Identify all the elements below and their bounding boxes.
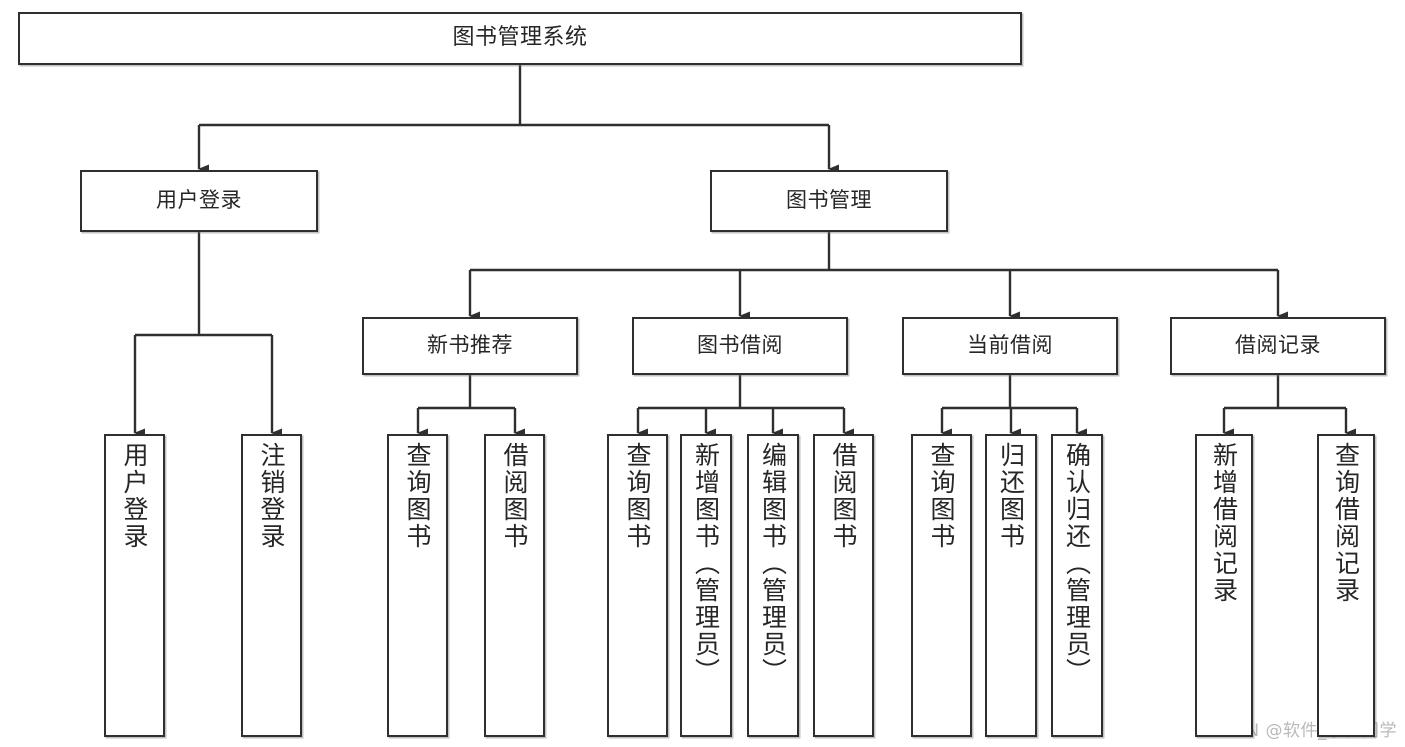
node-leaf-borrow-book-1[interactable]: 借阅图书: [484, 434, 545, 737]
node-leaf-user-login[interactable]: 用户登录: [104, 434, 165, 737]
node-label: 图书管理系统: [452, 25, 588, 51]
node-label: 查询借阅记录: [1331, 442, 1361, 604]
node-label: 当前借阅: [967, 333, 1053, 358]
node-leaf-query-book-1[interactable]: 查询图书: [387, 434, 448, 737]
node-leaf-add-record[interactable]: 新增借阅记录: [1195, 434, 1253, 737]
node-label: 用户登录: [156, 188, 242, 213]
node-label: 新增图书（管理员）: [691, 442, 721, 685]
node-book-borrow[interactable]: 图书借阅: [632, 317, 848, 375]
node-label: 确认归还（管理员）: [1062, 442, 1092, 685]
node-label: 图书借阅: [697, 333, 783, 358]
node-label: 查询图书: [403, 442, 432, 550]
node-label: 新增借阅记录: [1209, 442, 1239, 604]
node-new-book-rec[interactable]: 新书推荐: [362, 317, 578, 375]
node-leaf-query-book-2[interactable]: 查询图书: [607, 434, 668, 737]
node-label: 借阅图书: [500, 442, 529, 550]
node-label: 查询图书: [927, 442, 956, 550]
node-book-manage[interactable]: 图书管理: [710, 170, 948, 232]
node-borrow-record[interactable]: 借阅记录: [1170, 317, 1386, 375]
node-label: 归还图书: [996, 442, 1026, 550]
node-user-login[interactable]: 用户登录: [80, 170, 318, 232]
node-label: 借阅记录: [1235, 333, 1321, 358]
node-leaf-edit-book[interactable]: 编辑图书（管理员）: [747, 434, 799, 737]
node-leaf-query-record[interactable]: 查询借阅记录: [1317, 434, 1375, 737]
node-label: 图书管理: [786, 188, 872, 213]
node-leaf-query-book-3[interactable]: 查询图书: [911, 434, 972, 737]
node-leaf-borrow-book-2[interactable]: 借阅图书: [813, 434, 874, 737]
node-label: 查询图书: [623, 442, 652, 550]
node-leaf-logout[interactable]: 注销登录: [241, 434, 302, 737]
node-label: 注销登录: [257, 442, 286, 550]
node-leaf-return-book[interactable]: 归还图书: [985, 434, 1037, 737]
node-current-borrow[interactable]: 当前借阅: [902, 317, 1118, 375]
node-label: 新书推荐: [427, 333, 513, 358]
node-label: 用户登录: [120, 442, 149, 550]
node-label: 借阅图书: [829, 442, 858, 550]
node-label: 编辑图书（管理员）: [758, 442, 788, 685]
node-leaf-confirm-return[interactable]: 确认归还（管理员）: [1051, 434, 1103, 737]
node-leaf-add-book[interactable]: 新增图书（管理员）: [680, 434, 732, 737]
node-root[interactable]: 图书管理系统: [18, 12, 1022, 65]
